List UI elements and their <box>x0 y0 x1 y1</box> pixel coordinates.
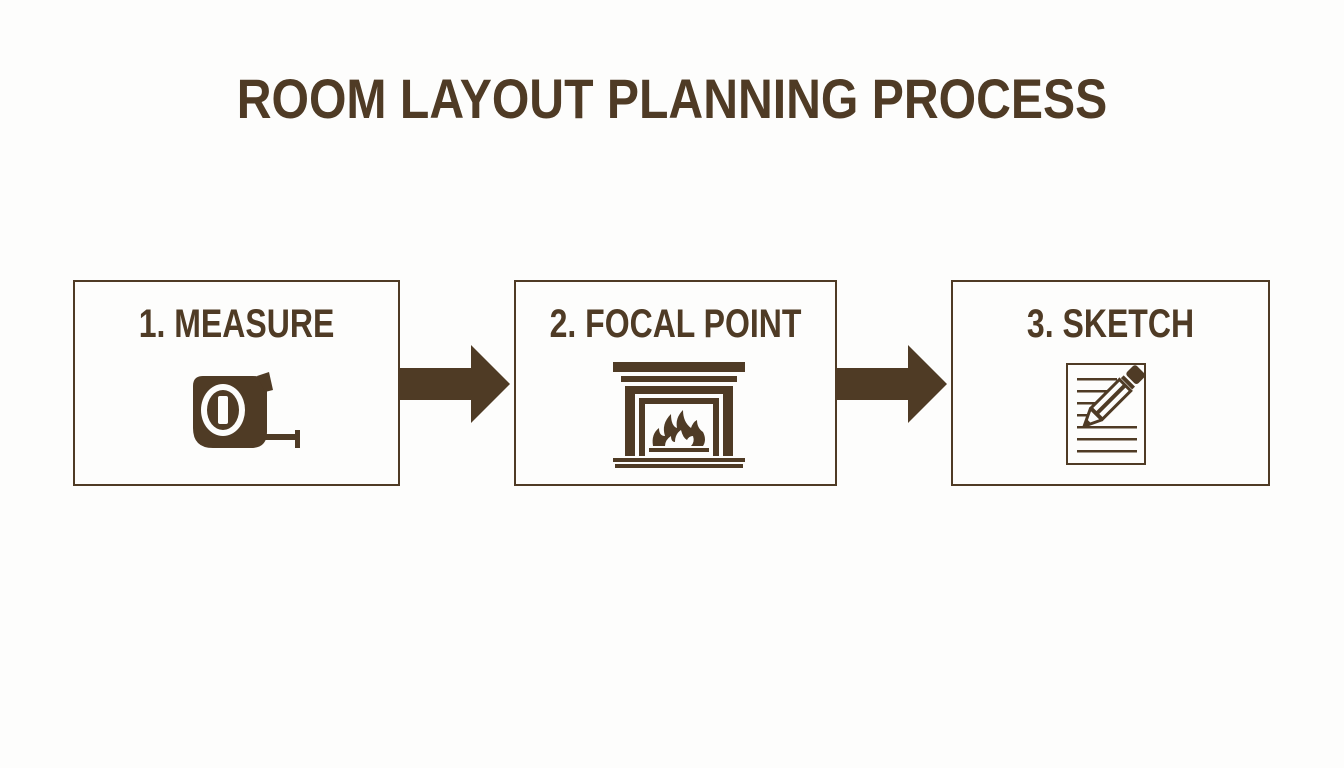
diagram-title: ROOM LAYOUT PLANNING PROCESS <box>236 67 1108 130</box>
arrow-connector-1 <box>399 345 510 423</box>
step-sketch: 3. SKETCH <box>951 280 1270 486</box>
step-focal-point: 2. FOCAL POINT <box>514 280 837 486</box>
step-label-measure: 1. MEASURE <box>138 302 335 346</box>
step-label-focal-point: 2. FOCAL POINT <box>549 302 802 346</box>
arrow-connector-2 <box>836 345 947 423</box>
step-measure: 1. MEASURE <box>73 280 400 486</box>
sketch-pencil-icon <box>1066 363 1146 465</box>
tape-measure-icon <box>193 372 300 448</box>
step-label-sketch: 3. SKETCH <box>1026 302 1195 346</box>
fireplace-icon <box>613 362 745 468</box>
